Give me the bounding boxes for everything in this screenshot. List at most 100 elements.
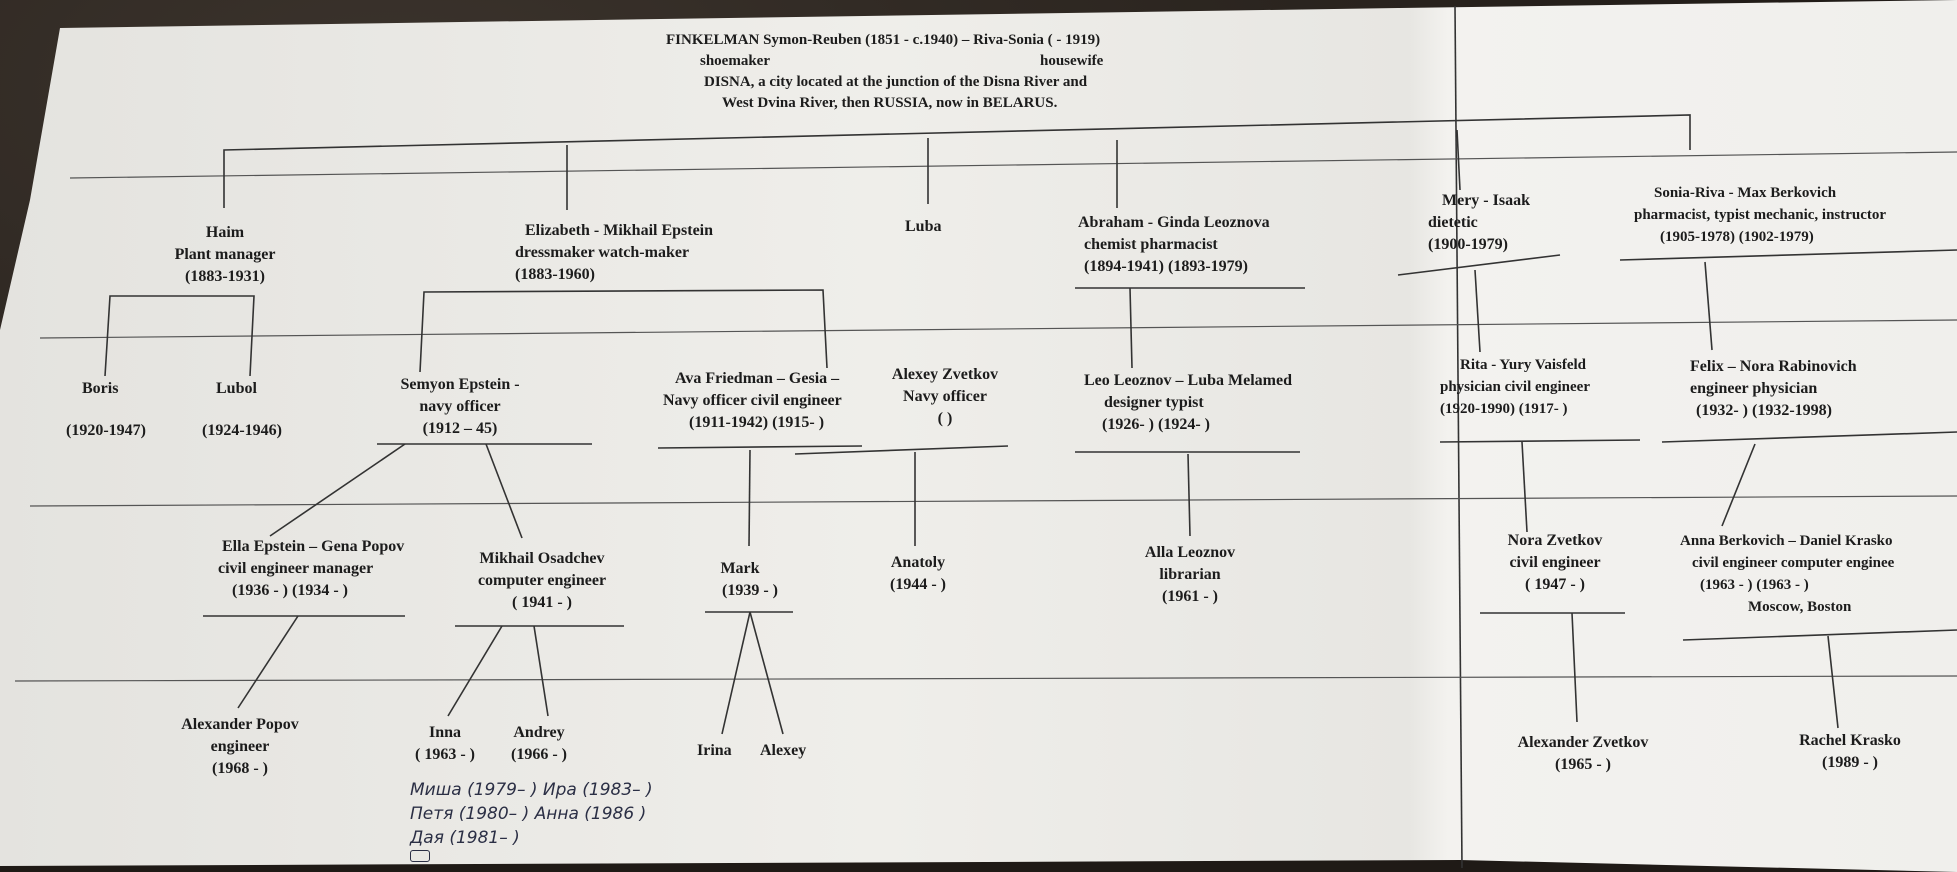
dates: (1968 - )	[212, 760, 268, 777]
dates: (1944 - )	[890, 576, 946, 593]
name: Lubol	[216, 380, 257, 397]
person-sonia-max: Sonia-Riva - Max Berkovich pharmacist, t…	[1634, 182, 1886, 248]
occupations: designer typist	[1104, 394, 1204, 411]
person-luba: Luba	[905, 216, 941, 238]
person-haim: Haim Plant manager (1883-1931)	[160, 222, 290, 288]
handwritten-scribble-icon	[410, 850, 430, 862]
underline-ava	[657, 445, 863, 449]
dates: (1900-1979)	[1428, 236, 1508, 253]
occupation: civil engineer	[1509, 554, 1601, 571]
name: Mark	[720, 560, 760, 577]
link-andrey	[533, 625, 549, 717]
person-boris: Boris (1920-1947)	[66, 378, 146, 442]
bracket-elizabeth	[419, 289, 828, 373]
person-alla: Alla Leoznov librarian (1961 - )	[1120, 542, 1260, 608]
name: Anatoly	[890, 554, 946, 571]
name: Boris	[82, 380, 119, 397]
occupation: computer engineer	[477, 572, 607, 589]
dates: (1965 - )	[1555, 756, 1611, 773]
dates: (1894-1941) (1893-1979)	[1084, 258, 1248, 275]
person-mikhail-osadchev: Mikhail Osadchev computer engineer ( 194…	[462, 548, 622, 614]
link-alexander-popov	[237, 615, 299, 709]
person-alexey-zvetkov: Alexey Zvetkov Navy officer ( )	[880, 364, 1010, 430]
person-semyon: Semyon Epstein - navy officer (1912 – 45…	[380, 374, 540, 440]
header-occupation-left: shoemaker	[700, 53, 770, 69]
dates: (1932- ) (1932-1998)	[1696, 402, 1832, 419]
names: Sonia-Riva - Max Berkovich	[1654, 185, 1837, 201]
name: Rachel Krasko	[1799, 732, 1901, 749]
underline-alexey	[794, 445, 1009, 455]
dates: (1936 - ) (1934 - )	[232, 582, 348, 599]
name: Alexey Zvetkov	[891, 366, 999, 383]
occupations: pharmacist, typist mechanic, instructor	[1634, 207, 1887, 223]
rule-gen5	[14, 675, 1957, 682]
person-ella-gena: Ella Epstein – Gena Popov civil engineer…	[218, 536, 404, 602]
dates: (1905-1978) (1902-1979)	[1660, 229, 1814, 245]
dates: (1883-1931)	[185, 268, 265, 285]
name: Alexey	[760, 742, 807, 759]
person-alexander-popov: Alexander Popov engineer (1968 - )	[165, 714, 315, 780]
handwritten-note-1: Миша (1979– ) Ира (1983– )	[410, 780, 653, 800]
names: Ava Friedman – Gesia –	[675, 370, 840, 387]
occupation: librarian	[1159, 566, 1221, 583]
name: Mikhail Osadchev	[479, 550, 605, 567]
link-alla	[1187, 453, 1191, 537]
dates: (1920-1990) (1917- )	[1440, 401, 1568, 417]
dates: ( 1941 - )	[512, 594, 572, 611]
person-felix-nora: Felix – Nora Rabinovich engineer physici…	[1690, 356, 1857, 422]
names: Ella Epstein – Gena Popov	[222, 538, 405, 555]
paper-fold	[1454, 5, 1463, 869]
person-alexey-mark: Alexey	[760, 740, 806, 762]
name: Alexander Zvetkov	[1517, 734, 1649, 751]
occupations: civil engineer manager	[218, 560, 374, 577]
occupations: chemist pharmacist	[1084, 236, 1218, 253]
occupation: Plant manager	[174, 246, 276, 263]
link-leo	[1129, 287, 1133, 369]
rule-gen4	[29, 495, 1957, 507]
person-abraham-ginda: Abraham - Ginda Leoznova chemist pharmac…	[1078, 212, 1270, 278]
header-line3: DISNA, a city located at the junction of…	[704, 74, 1088, 90]
rule-gen3	[39, 319, 1957, 339]
link-alexey-m	[749, 611, 784, 735]
occupation: dietetic	[1428, 214, 1478, 231]
dates: (1912 – 45)	[422, 420, 498, 437]
dates: (1924-1946)	[202, 422, 282, 439]
location: Moscow, Boston	[1748, 599, 1852, 615]
names: Felix – Nora Rabinovich	[1690, 358, 1857, 375]
link-irina	[721, 611, 751, 735]
underline-mery	[1397, 254, 1561, 276]
person-inna: Inna ( 1963 - )	[400, 722, 490, 766]
name: Alexander Popov	[181, 716, 299, 733]
occupations: dressmaker watch-maker	[515, 244, 690, 261]
name: Inna	[428, 724, 462, 741]
occupations: engineer physician	[1690, 380, 1818, 397]
name: Luba	[905, 218, 942, 235]
link-nora	[1521, 441, 1528, 533]
underline-rita	[1439, 439, 1641, 443]
link-mikhail	[485, 443, 523, 539]
name: Irina	[697, 742, 732, 759]
occupations: Navy officer civil engineer	[663, 392, 842, 409]
bracket-haim	[104, 295, 255, 377]
name: Alla Leoznov	[1144, 544, 1236, 561]
dates: (1961 - )	[1162, 588, 1218, 605]
handwritten-note-2: Петя (1980– ) Анна (1986 )	[410, 804, 647, 824]
names: Mery - Isaak	[1442, 192, 1530, 209]
name: Semyon Epstein -	[400, 376, 520, 393]
occupation: engineer	[210, 738, 270, 755]
occupations: physician civil engineer	[1440, 379, 1590, 395]
header-occupations: shoemaker housewife	[600, 51, 1200, 72]
dates: (1926- ) (1924- )	[1102, 416, 1210, 433]
person-mark: Mark (1939 - )	[700, 558, 800, 602]
dates: (1920-1947)	[66, 422, 146, 439]
person-lubol: Lubol (1924-1946)	[202, 378, 282, 442]
header-occupation-right: housewife	[1040, 53, 1104, 69]
name: Andrey	[513, 724, 565, 741]
names: Anna Berkovich – Daniel Krasko	[1680, 533, 1893, 549]
link-rita	[1474, 269, 1481, 353]
header-line4: West Dvina River, then RUSSIA, now in BE…	[722, 95, 1058, 111]
person-mery-isaak: Mery - Isaak dietetic (1900-1979)	[1428, 190, 1530, 256]
